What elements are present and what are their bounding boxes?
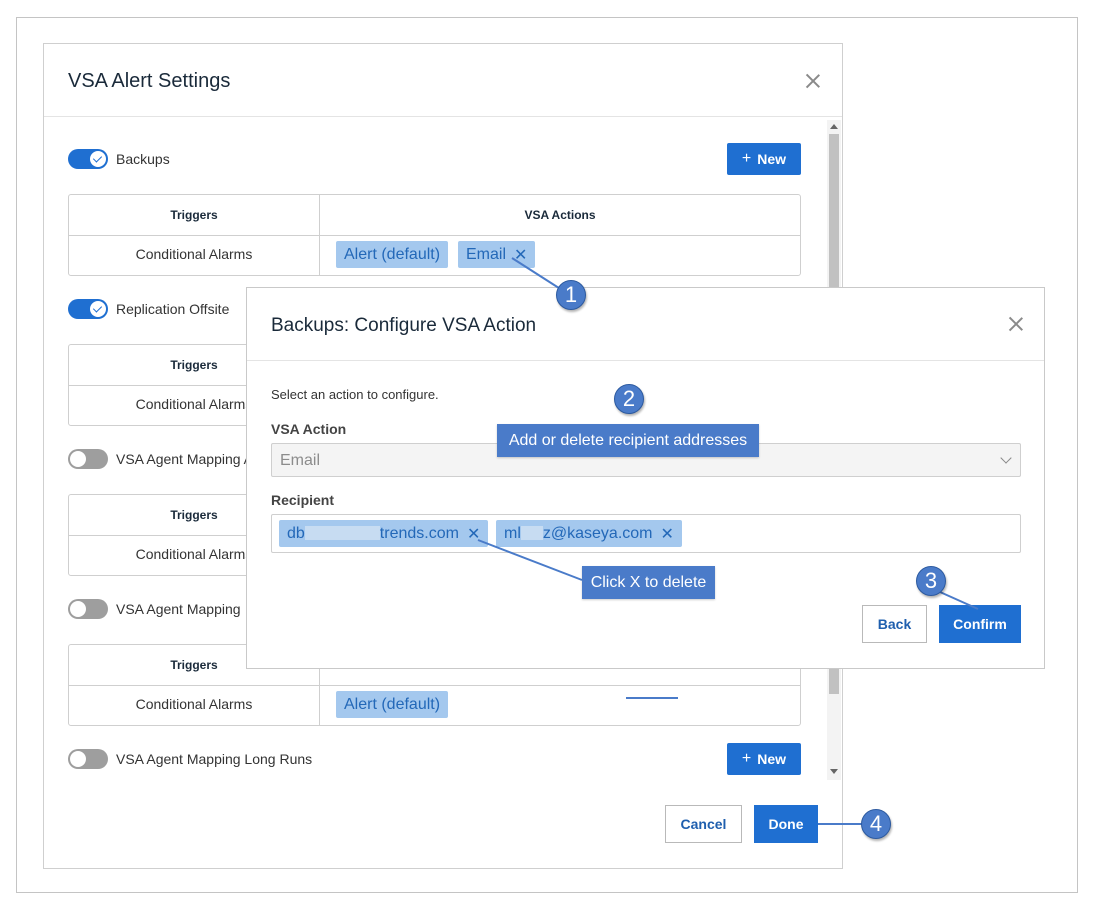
recipient-suffix: trends.com xyxy=(379,524,459,542)
section-label-replication-offsite: Replication Offsite xyxy=(116,301,230,317)
check-icon xyxy=(90,151,106,167)
section-label-backups: Backups xyxy=(116,151,170,167)
remove-icon[interactable]: ✕ xyxy=(466,525,481,543)
vsa-agent-mapping-toggle[interactable] xyxy=(68,599,108,619)
recipient-suffix: z@kaseya.com xyxy=(542,524,653,542)
section-label-long-runs: VSA Agent Mapping Long Runs xyxy=(116,751,313,767)
new-button-backups[interactable]: + New xyxy=(727,143,801,175)
vsa-agent-mapping-a-toggle[interactable] xyxy=(68,449,108,469)
close-icon[interactable] xyxy=(806,74,820,88)
triggers-header: Triggers xyxy=(170,208,218,222)
recipient-chip-2[interactable]: ml z@kaseya.com ✕ xyxy=(496,520,682,547)
trigger-cell: Conditional Alarms xyxy=(135,546,253,562)
new-button-long-runs[interactable]: + New xyxy=(727,743,801,775)
dialog-title: Backups: Configure VSA Action xyxy=(271,315,537,336)
triggers-header: Triggers xyxy=(170,508,218,522)
vsa-action-value: Email xyxy=(280,452,321,469)
step-badge-3: 3 xyxy=(916,566,946,596)
section-label-vsa-agent-mapping: VSA Agent Mapping xyxy=(116,601,241,617)
plus-icon: + xyxy=(741,750,752,767)
instruction-text: Select an action to configure. xyxy=(271,387,439,402)
redacted-blur xyxy=(520,526,543,541)
callout-add-delete: Add or delete recipient addresses xyxy=(497,424,759,457)
section-label-vsa-agent-mapping-a: VSA Agent Mapping A xyxy=(116,451,253,467)
step-badge-2: 2 xyxy=(614,384,644,414)
recipient-prefix: ml xyxy=(504,524,521,542)
configure-vsa-action-dialog: Backups: Configure VSA Action Select an … xyxy=(246,287,1045,669)
confirm-button[interactable]: Confirm xyxy=(939,605,1021,643)
triggers-header: Triggers xyxy=(170,658,218,672)
recipient-label: Recipient xyxy=(271,492,335,508)
step-badge-4: 4 xyxy=(861,809,891,839)
triggers-table-backups: Triggers VSA Actions Conditional Alarms … xyxy=(68,194,801,276)
trigger-cell: Conditional Alarms xyxy=(135,696,253,712)
recipient-prefix: db xyxy=(287,524,305,542)
remove-icon[interactable]: ✕ xyxy=(660,525,674,543)
chevron-down-icon xyxy=(1000,452,1012,464)
vsa-agent-mapping-long-runs-toggle[interactable] xyxy=(68,749,108,769)
action-chip-email[interactable]: Email✕ xyxy=(458,241,536,268)
done-button[interactable]: Done xyxy=(754,805,818,843)
step-badge-1: 1 xyxy=(556,280,586,310)
remove-icon[interactable]: ✕ xyxy=(514,246,528,264)
recipient-chip-1[interactable]: db trends.com ✕ xyxy=(279,520,489,547)
divider xyxy=(44,116,842,117)
back-button[interactable]: Back xyxy=(862,605,927,643)
new-button-label: New xyxy=(757,151,787,167)
modal-title: VSA Alert Settings xyxy=(68,70,231,92)
redacted-blur xyxy=(304,526,380,541)
callout-click-x: Click X to delete xyxy=(582,566,715,599)
replication-offsite-toggle[interactable] xyxy=(68,299,108,319)
close-icon[interactable] xyxy=(1009,317,1023,331)
backups-toggle[interactable] xyxy=(68,149,108,169)
cancel-button[interactable]: Cancel xyxy=(665,805,742,843)
plus-icon: + xyxy=(741,150,752,167)
scroll-down-arrow-icon[interactable] xyxy=(830,769,838,774)
new-button-label: New xyxy=(757,751,787,767)
scroll-up-arrow-icon[interactable] xyxy=(830,124,838,129)
recipient-input[interactable]: db trends.com ✕ ml z@kaseya.com ✕ xyxy=(271,514,1021,553)
trigger-cell: Conditional Alarms xyxy=(135,246,253,262)
triggers-header: Triggers xyxy=(170,358,218,372)
action-chip-alert[interactable]: Alert (default) xyxy=(336,241,449,268)
trigger-cell: Conditional Alarms xyxy=(135,396,253,412)
check-icon xyxy=(90,301,106,317)
vsa-action-label: VSA Action xyxy=(271,421,347,437)
vsa-actions-header: VSA Actions xyxy=(524,208,596,222)
divider xyxy=(247,360,1044,361)
action-chip-alert[interactable]: Alert (default) xyxy=(336,691,449,718)
